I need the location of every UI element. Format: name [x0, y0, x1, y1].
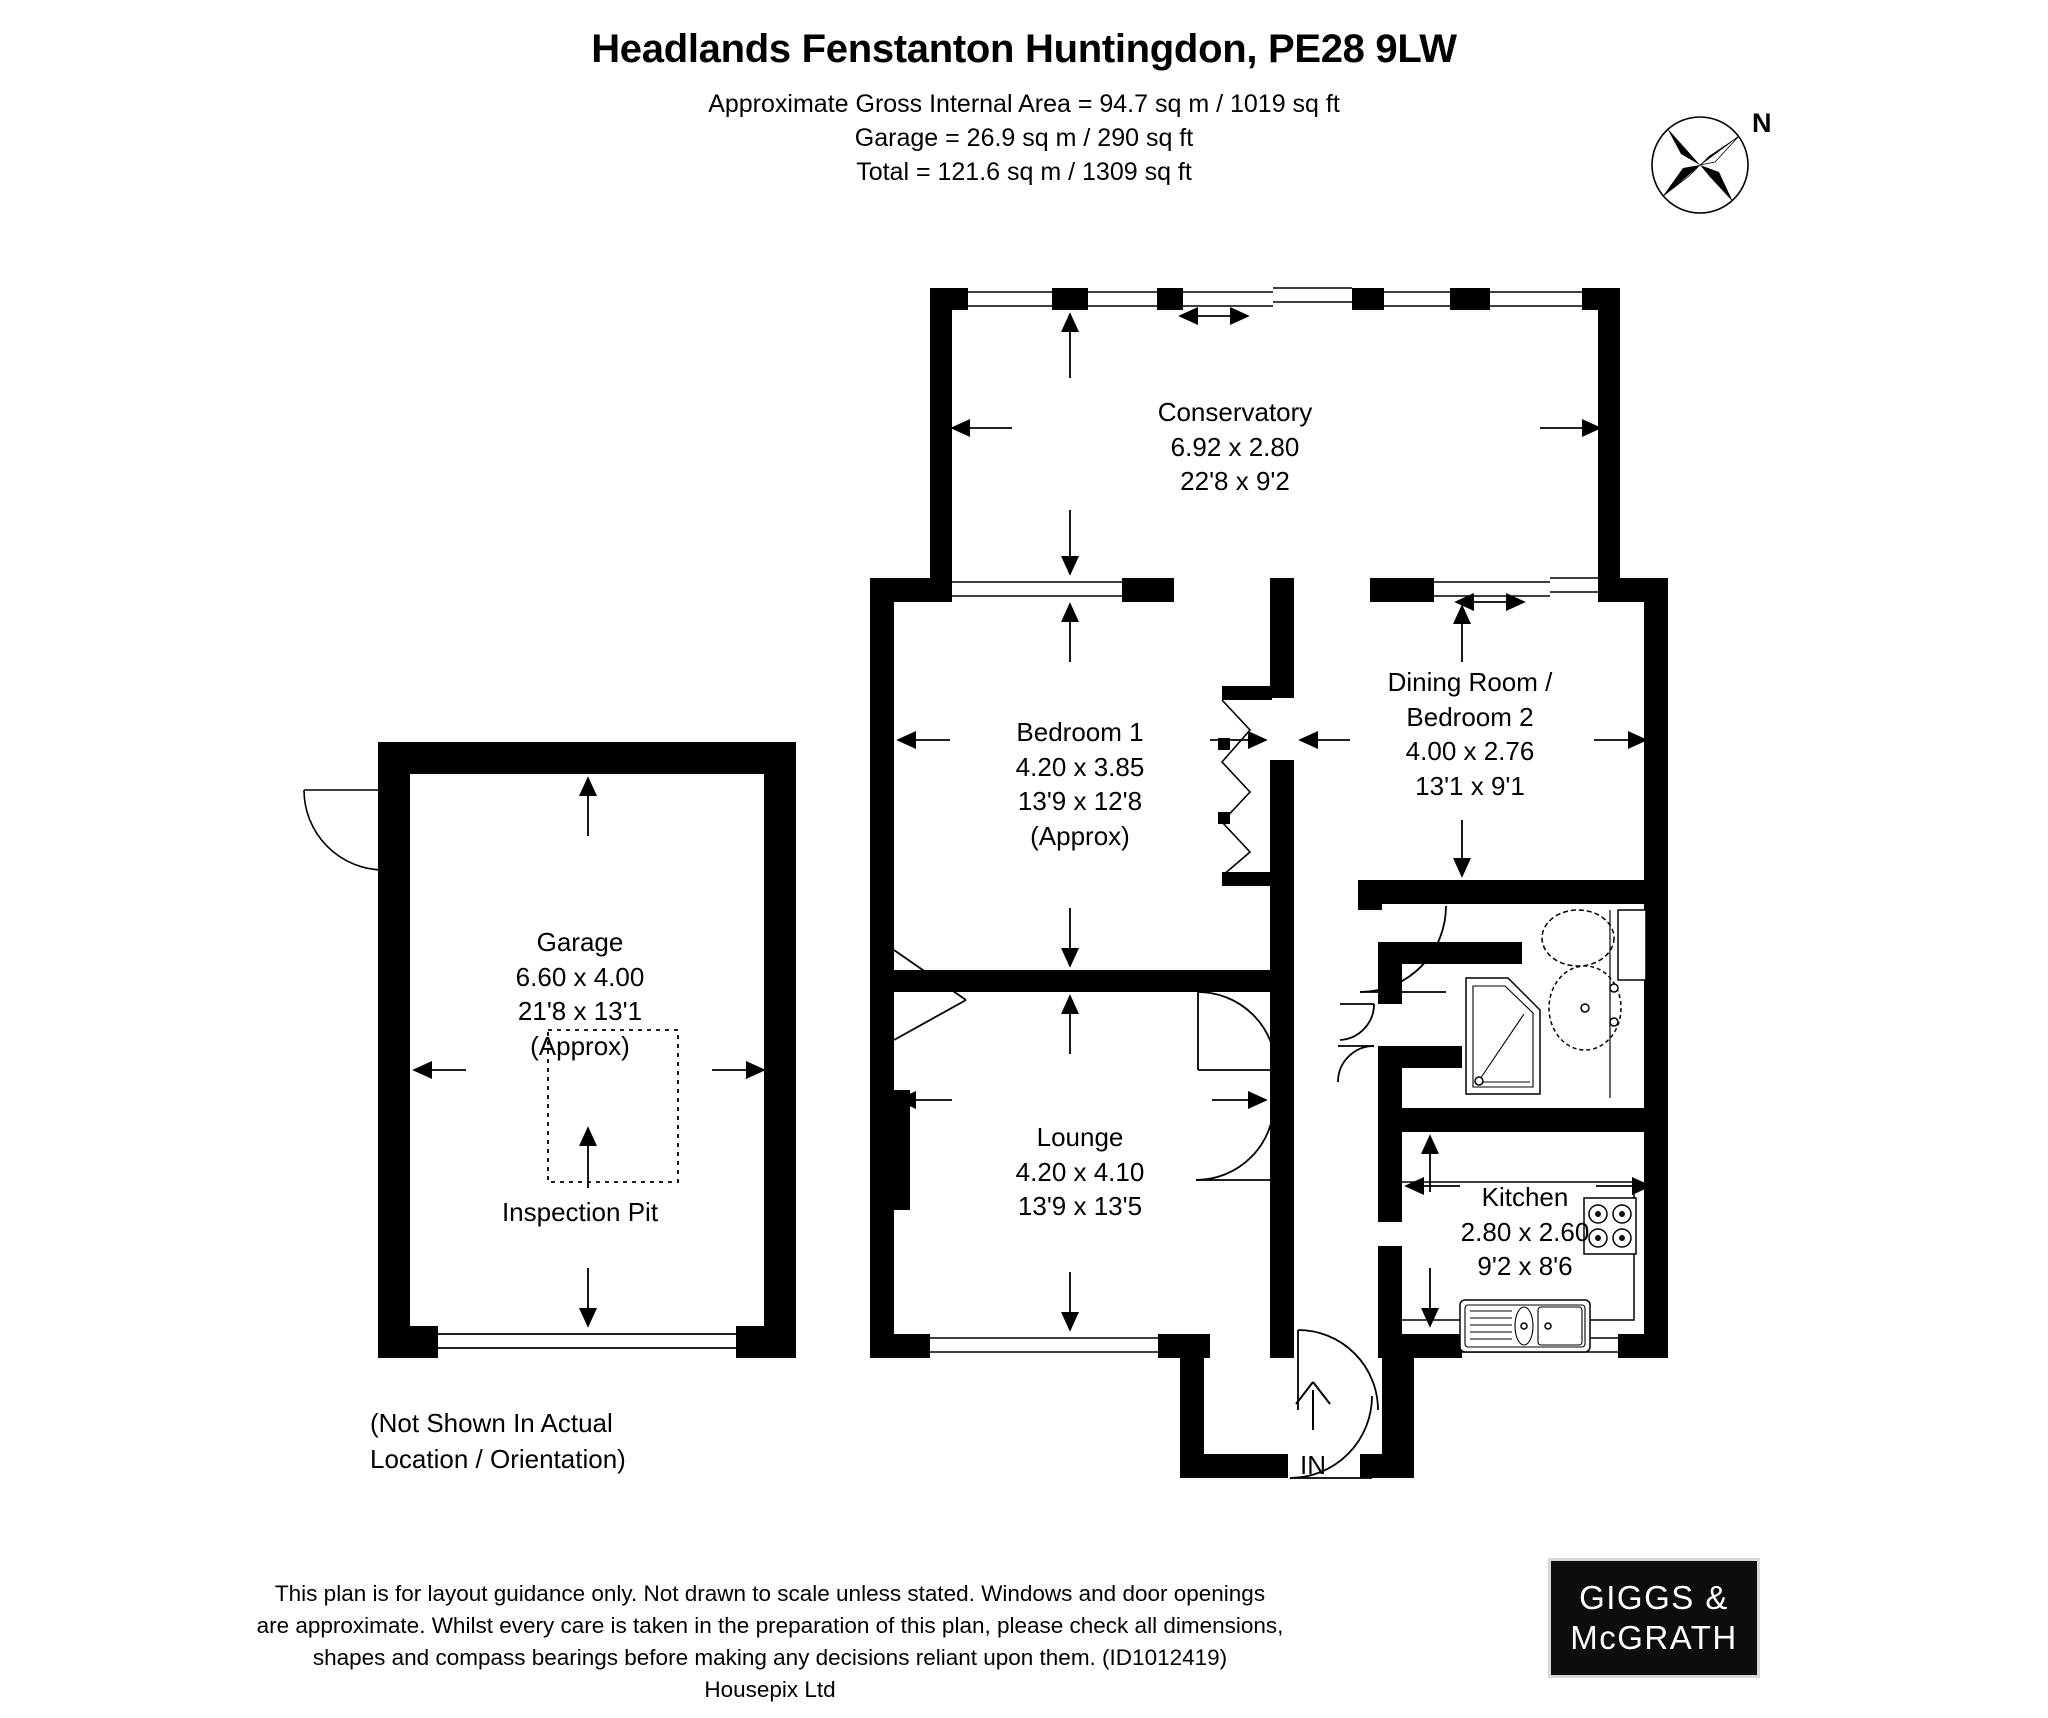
disclaimer-line-3: shapes and compass bearings before makin… — [312, 1644, 1228, 1670]
plan-header: Headlands Fenstanton Huntingdon, PE28 9L… — [0, 0, 2048, 189]
room-label-bedroom1: Bedroom 1 4.20 x 3.85 13'9 x 12'8 (Appro… — [930, 715, 1230, 853]
conservatory-name: Conservatory — [1157, 397, 1313, 427]
dimension-arrows — [896, 307, 1652, 1430]
bedroom1-name: Bedroom 1 — [1016, 717, 1144, 747]
garage-location-note-line2: Location / Orientation) — [370, 1444, 626, 1475]
area-line-total: Total = 121.6 sq m / 1309 sq ft — [856, 157, 1192, 186]
garage-dim-imperial: 21'8 x 13'1 — [517, 996, 643, 1027]
page-title: Headlands Fenstanton Huntingdon, PE28 9L… — [591, 27, 1457, 71]
disclaimer-footer: This plan is for layout guidance only. N… — [0, 1578, 1480, 1706]
giggs-mcgrath-logo: GIGGS & McGRATH — [1548, 1558, 1760, 1678]
entrance-label: IN — [1300, 1450, 1326, 1480]
inspection-pit-label: Inspection Pit — [501, 1197, 659, 1227]
bedroom1-dim-imperial: 13'9 x 12'8 — [1017, 786, 1143, 817]
garage-location-note-line1: (Not Shown In Actual — [370, 1408, 613, 1438]
room-label-conservatory: Conservatory 6.92 x 2.80 22'8 x 9'2 — [1085, 395, 1385, 499]
lounge-dim-metric: 4.20 x 4.10 — [1015, 1156, 1145, 1187]
compass-rose-icon — [1645, 110, 1755, 220]
garage-door-swing — [303, 789, 385, 871]
room-label-lounge: Lounge 4.20 x 4.10 13'9 x 13'5 — [930, 1120, 1230, 1224]
dining-dim-metric: 4.00 x 2.76 — [1405, 736, 1535, 767]
disclaimer-line-1: This plan is for layout guidance only. N… — [274, 1581, 1266, 1606]
garage-walls — [378, 742, 796, 1358]
conservatory-dim-metric: 6.92 x 2.80 — [1170, 431, 1300, 462]
kitchen-dim-metric: 2.80 x 2.60 — [1460, 1216, 1590, 1247]
garage-name: Garage — [536, 927, 624, 957]
compass-north-label: N — [1752, 108, 1772, 138]
bedroom1-note: (Approx) — [1030, 820, 1130, 851]
logo-line-2: McGRATH — [1570, 1619, 1738, 1656]
dining-dim-imperial: 13'1 x 9'1 — [1415, 770, 1525, 801]
bedroom1-dim-metric: 4.20 x 3.85 — [1015, 751, 1145, 782]
dining-name-line1: Dining Room / — [1387, 667, 1553, 697]
garage-location-note: (Not Shown In Actual Location / Orientat… — [370, 1405, 790, 1478]
lounge-name: Lounge — [1036, 1122, 1124, 1152]
room-label-dining-bedroom2: Dining Room / Bedroom 2 4.00 x 2.76 13'1… — [1310, 665, 1630, 803]
area-line-gross: Approximate Gross Internal Area = 94.7 s… — [708, 90, 1340, 118]
kitchen-fixtures — [1402, 1181, 1637, 1353]
bathroom-fixtures — [1465, 909, 1647, 1098]
dining-name-line2: Bedroom 2 — [1406, 701, 1534, 732]
main-house-walls — [870, 287, 1668, 1478]
kitchen-name: Kitchen — [1481, 1182, 1569, 1212]
inspection-pit-outline — [547, 1029, 679, 1183]
area-line-garage: Garage = 26.9 sq m / 290 sq ft — [854, 123, 1194, 152]
door-swings — [893, 905, 1447, 1479]
kitchen-dim-imperial: 9'2 x 8'6 — [1477, 1251, 1573, 1282]
lounge-dim-imperial: 13'9 x 13'5 — [1017, 1191, 1143, 1222]
garage-dim-metric: 6.60 x 4.00 — [515, 961, 645, 992]
garage-note: (Approx) — [530, 1030, 630, 1061]
conservatory-dim-imperial: 22'8 x 9'2 — [1180, 466, 1290, 497]
garage-dimension-arrows — [412, 776, 766, 1328]
disclaimer-line-4: Housepix Ltd — [704, 1676, 836, 1702]
wardrobe-doors — [1220, 699, 1252, 877]
room-label-kitchen: Kitchen 2.80 x 2.60 9'2 x 8'6 — [1400, 1180, 1650, 1284]
logo-line-1: GIGGS & — [1579, 1578, 1729, 1616]
room-label-garage: Garage 6.60 x 4.00 21'8 x 13'1 (Approx) — [430, 925, 730, 1063]
disclaimer-line-2: are approximate. Whilst every care is ta… — [256, 1612, 1284, 1638]
